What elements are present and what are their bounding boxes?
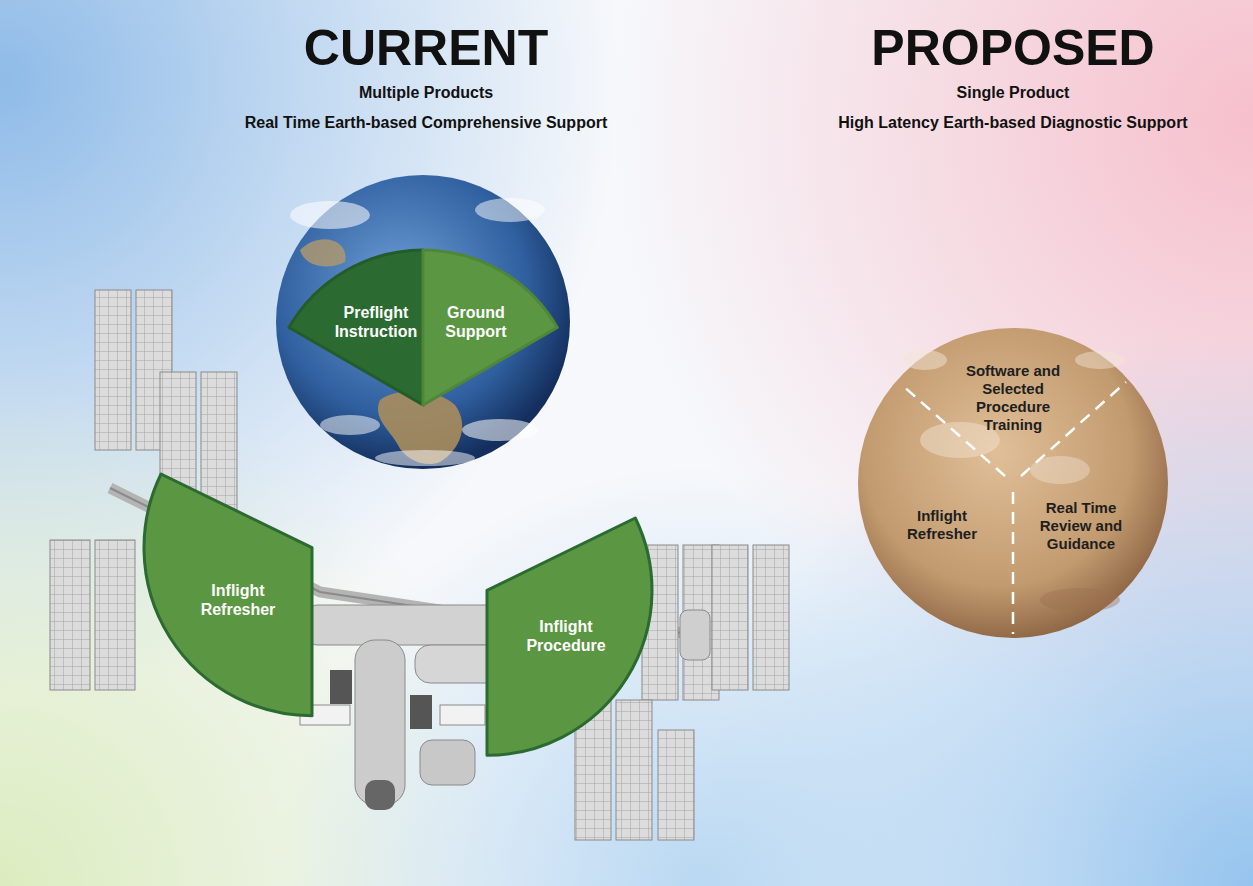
earth-cloud <box>290 201 370 229</box>
solar-panel <box>712 545 748 690</box>
section-subtitle: Real Time Earth-based Comprehensive Supp… <box>245 114 607 132</box>
mars-cloud <box>1075 351 1125 369</box>
sector-label: Inflight Refresher <box>192 581 284 619</box>
mars-disc <box>858 328 1168 638</box>
solar-panel <box>95 290 131 450</box>
station-module <box>365 780 395 810</box>
sector-label: Real Time Review and Guidance <box>1035 499 1127 553</box>
station-sector: Inflight Refresher <box>142 472 314 718</box>
earth-cloud <box>375 450 475 466</box>
station-module <box>330 670 352 704</box>
solar-panel <box>50 540 90 690</box>
solar-panel <box>658 730 694 840</box>
sector-label: Inflight Procedure <box>518 617 614 655</box>
earth-sector: Ground Support <box>421 248 559 407</box>
sector-label: Ground Support <box>430 303 522 341</box>
sector-shape <box>144 474 312 716</box>
sector-label: Preflight Instruction <box>326 303 426 341</box>
section-heading: PROPOSED <box>871 19 1154 77</box>
sector-label: Software and Selected Procedure Training <box>957 362 1069 434</box>
sector-outline <box>485 516 654 757</box>
station-module <box>410 695 432 729</box>
earth-cloud <box>462 419 538 441</box>
solar-panel <box>753 545 789 690</box>
text-group: Inflight Procedure <box>518 617 614 655</box>
text-group: Real Time Review and Guidance <box>1035 499 1127 553</box>
mars-sector: Real Time Review and Guidance <box>1029 493 1133 559</box>
section-subtitle: Multiple Products <box>359 84 493 102</box>
text-group: Ground Support <box>430 303 522 341</box>
mars-sector: Software and Selected Procedure Training <box>951 356 1075 440</box>
mars-region <box>1040 588 1120 612</box>
sector-shape <box>487 518 652 755</box>
solar-panel <box>95 540 135 690</box>
divider-line <box>1012 492 1015 634</box>
station-module <box>680 610 710 660</box>
text-group: Inflight Refresher <box>192 581 284 619</box>
sector-shape <box>423 250 557 405</box>
text-group: Software and Selected Procedure Training <box>957 362 1069 434</box>
text-group: Inflight Refresher <box>901 507 983 543</box>
earth-land <box>300 239 346 266</box>
section-subtitle: Single Product <box>957 84 1070 102</box>
earth-cloud <box>320 415 380 435</box>
section-heading: CURRENT <box>304 19 548 77</box>
section-subtitle: High Latency Earth-based Diagnostic Supp… <box>838 114 1187 132</box>
mars-globe <box>858 328 1168 638</box>
station-sector: Inflight Procedure <box>485 516 654 757</box>
station-module <box>420 740 475 785</box>
earth-globe <box>276 175 570 469</box>
station-radiator <box>440 705 485 725</box>
earth-cloud <box>475 198 545 222</box>
sector-label: Inflight Refresher <box>901 507 983 543</box>
solar-panel <box>616 700 652 840</box>
text-group: Preflight Instruction <box>326 303 426 341</box>
earth-sector: Preflight Instruction <box>287 248 425 407</box>
mars-sector: Inflight Refresher <box>895 501 989 549</box>
mars-cloud <box>903 350 947 370</box>
earth-disc <box>276 175 570 469</box>
